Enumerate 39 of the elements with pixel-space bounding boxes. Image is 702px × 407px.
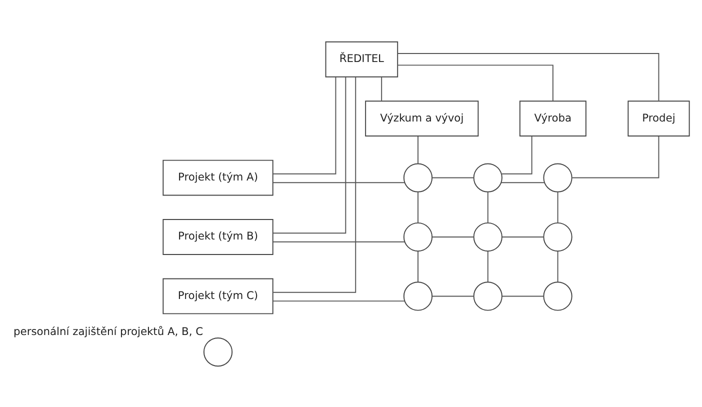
node-box: ŘEDITEL (325, 40, 398, 77)
node-box: Projekt (tým B) (162, 218, 274, 254)
connector (501, 135, 532, 174)
node-circle (473, 222, 502, 252)
node-circle (403, 222, 433, 252)
node-circle (203, 336, 233, 366)
node-circle (473, 281, 502, 310)
connector (432, 236, 474, 237)
connector (272, 240, 405, 242)
connector (572, 135, 660, 178)
connector (502, 236, 544, 237)
connector (557, 191, 558, 223)
connector (272, 76, 336, 174)
connector (557, 250, 558, 282)
connector (272, 76, 356, 292)
connector (487, 250, 488, 282)
connector (397, 52, 660, 101)
node-label: personální zajištění projektů A, B, C (14, 324, 204, 338)
connector (397, 64, 554, 102)
connector (381, 76, 382, 101)
connector (272, 76, 346, 234)
connector (500, 182, 545, 183)
node-box: Výzkum a vývoj (365, 100, 479, 136)
node-box: Projekt (tým A) (162, 159, 274, 196)
node-circle (403, 281, 433, 310)
connector (272, 182, 405, 183)
node-circle (543, 162, 572, 192)
connector (432, 176, 474, 178)
node-circle (543, 222, 572, 252)
connector (502, 295, 544, 296)
connector (487, 191, 488, 223)
node-box: Výroba (519, 100, 586, 136)
node-circle (403, 162, 433, 192)
connector (272, 300, 405, 302)
node-box: Prodej (628, 100, 690, 136)
node-circle (473, 162, 502, 192)
node-circle (543, 281, 572, 310)
connector (432, 295, 474, 296)
node-box: Projekt (tým C) (162, 278, 274, 314)
